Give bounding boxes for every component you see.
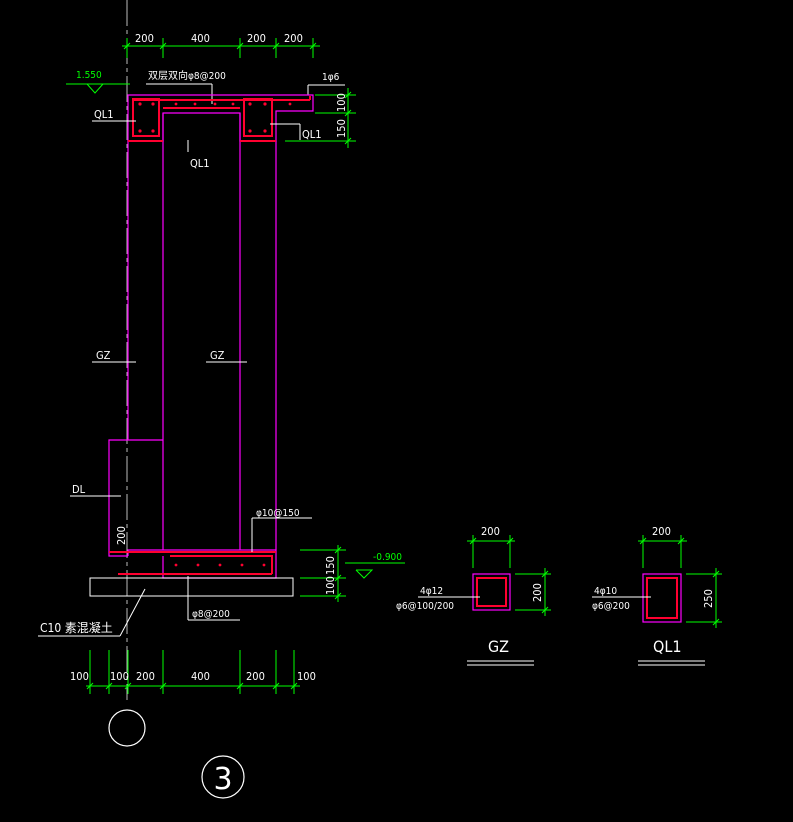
right-dimension-top <box>285 88 356 148</box>
gz-detail-dims <box>467 535 551 616</box>
axis-bubble <box>108 709 146 747</box>
ql1-left-label: QL1 <box>94 108 114 121</box>
elevation-marker-top <box>66 83 130 94</box>
elevation-top-label: 1.550 <box>76 70 102 81</box>
footing-rebar <box>109 551 276 575</box>
footing-top-rebar-label: φ10@150 <box>256 508 300 519</box>
elevation-bottom-label: -0.900 <box>373 552 402 563</box>
c10-label: C10 素混凝土 <box>40 620 113 635</box>
gz-stirrups: φ6@100/200 <box>396 601 454 612</box>
bottom-dim-2: 100 <box>110 670 129 683</box>
top-dim-4: 200 <box>284 32 303 45</box>
top-dim-1: 200 <box>135 32 154 45</box>
ql1-title: QL1 <box>653 637 682 656</box>
ql1-stirrup <box>646 577 678 619</box>
edge-bar-label: 1φ6 <box>322 72 340 83</box>
gz-width-dim: 200 <box>481 525 500 538</box>
dl-label: DL <box>72 483 86 496</box>
ql1-mid-label: QL1 <box>190 157 210 170</box>
bottom-dim-5: 200 <box>246 670 265 683</box>
ql1-rebar-cages <box>128 96 311 142</box>
ql1-width-dim: 200 <box>652 525 671 538</box>
gz-mid-label: GZ <box>210 349 225 362</box>
bottom-dim-6: 100 <box>297 670 316 683</box>
gz-main-bars: 4φ12 <box>420 586 443 597</box>
gz-stirrup <box>476 577 507 607</box>
bottom-dim-4: 400 <box>191 670 210 683</box>
ql1-right-label: QL1 <box>302 128 322 141</box>
gz-left-label: GZ <box>96 349 111 362</box>
top-dim-3: 200 <box>247 32 266 45</box>
right-dimension-bottom <box>300 545 346 602</box>
right-dim-bottom-100: 100 <box>324 576 337 595</box>
elevation-marker-bottom <box>345 562 405 579</box>
ql1-main-bars: 4φ10 <box>594 586 617 597</box>
right-dim-top-100: 100 <box>335 93 348 112</box>
ql1-height-dim: 250 <box>702 589 715 608</box>
ql1-stirrups: φ6@200 <box>592 601 630 612</box>
footing-rebar-dots <box>174 563 266 567</box>
dl-height-dim: 200 <box>115 526 128 545</box>
gz-title: GZ <box>488 637 509 656</box>
section-mark-circle <box>201 755 245 799</box>
section-mark-number: 3 <box>213 762 232 797</box>
gz-section-outline <box>472 573 511 611</box>
right-dim-top-150: 150 <box>335 119 348 138</box>
bottom-dim-3: 200 <box>136 670 155 683</box>
bottom-dim-1: 100 <box>70 670 89 683</box>
top-dimension-line <box>122 38 320 58</box>
section-outline <box>108 94 314 579</box>
c10-leader <box>119 588 146 637</box>
right-dim-bottom-150: 150 <box>324 556 337 575</box>
top-dim-2: 400 <box>191 32 210 45</box>
slab-rebar-dots <box>138 102 292 133</box>
c10-pad <box>89 577 294 597</box>
top-rebar-label: 双层双向φ8@200 <box>148 69 226 82</box>
gz-height-dim: 200 <box>531 583 544 602</box>
ql1-section-outline <box>642 573 682 623</box>
footing-bottom-rebar-label: φ8@200 <box>192 609 230 620</box>
ql1-detail-dims <box>638 535 722 628</box>
